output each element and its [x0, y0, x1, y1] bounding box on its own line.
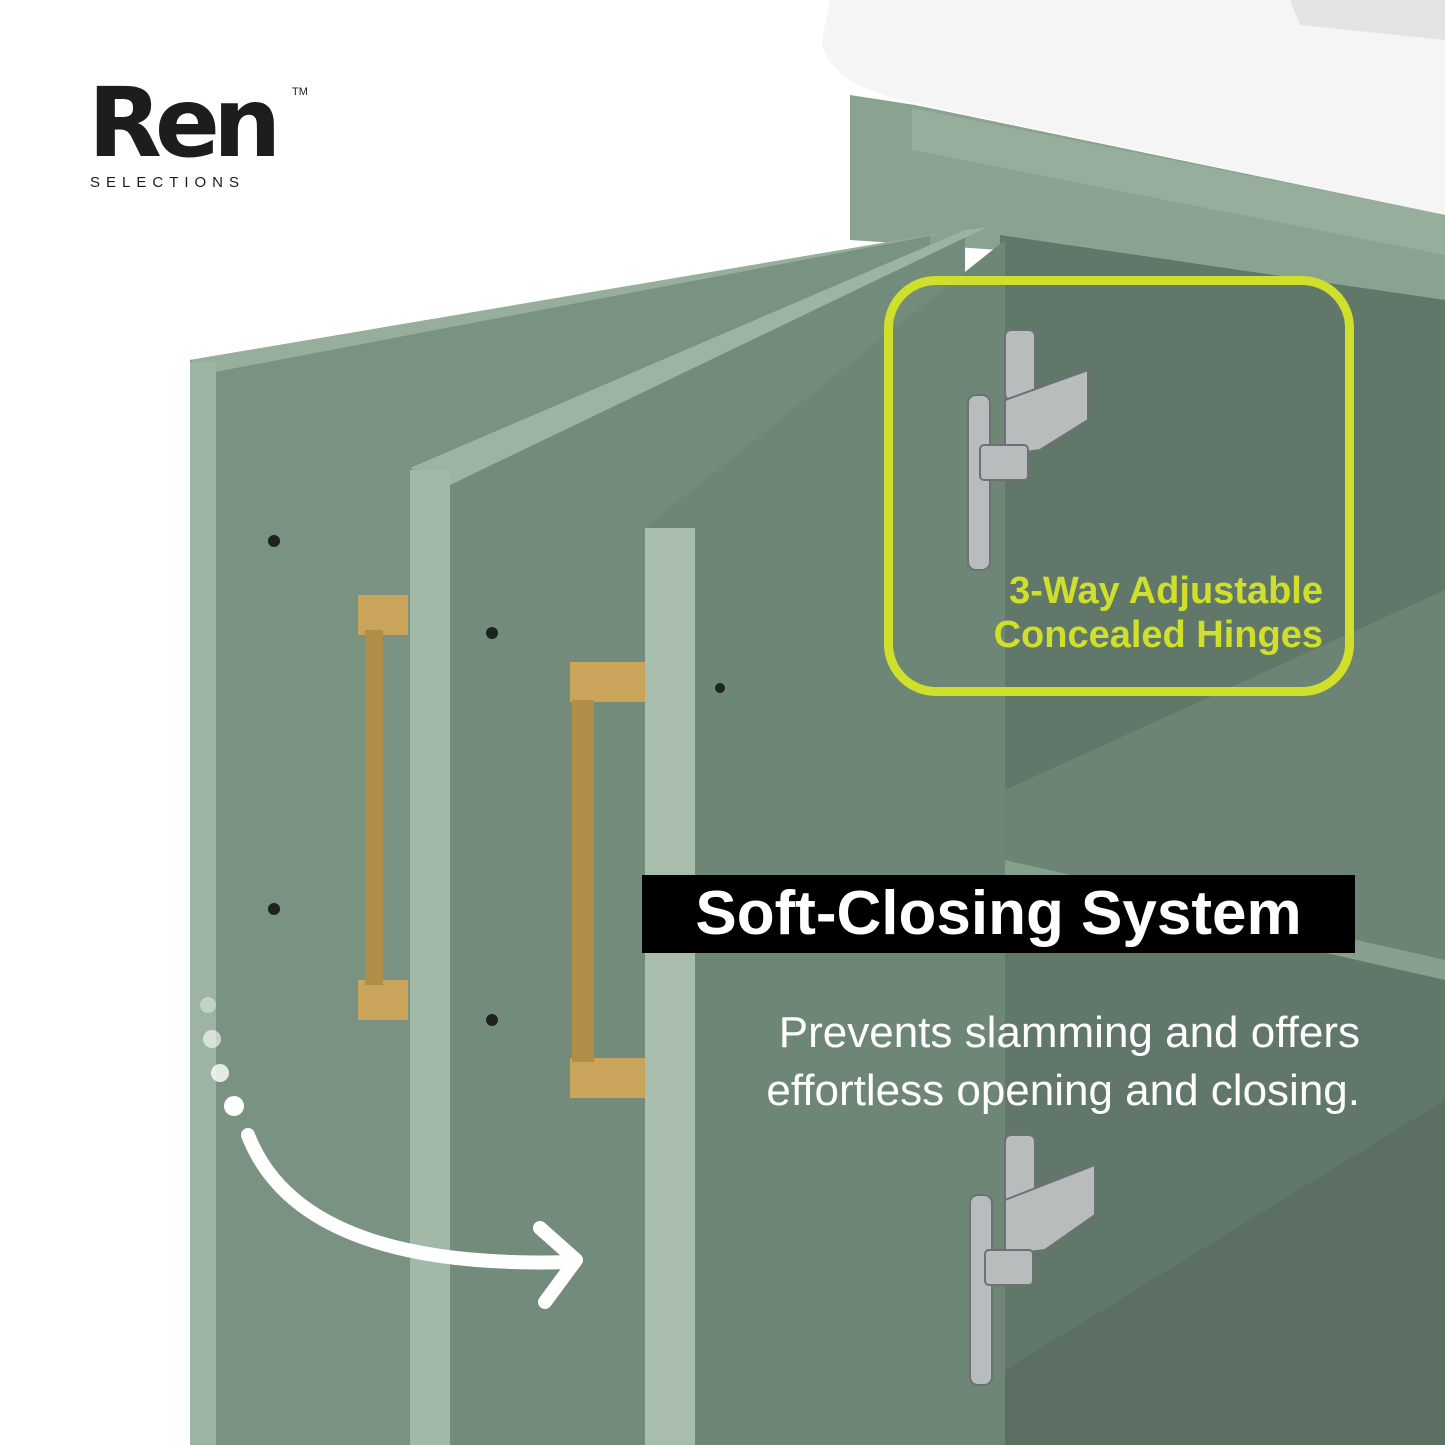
headline: Soft-Closing System — [642, 875, 1355, 953]
shelf-lower — [1005, 1100, 1445, 1445]
cabinet-top-rail — [912, 108, 1445, 255]
description-line-2: effortless opening and closing. — [766, 1066, 1360, 1115]
hinge-lower — [969, 1134, 1096, 1386]
brand-name: Ren — [88, 67, 281, 179]
callout-text: 3-Way Adjustable Concealed Hinges — [994, 569, 1323, 657]
door-middle-top — [410, 228, 985, 485]
description: Prevents slamming and offers effortless … — [640, 1004, 1360, 1120]
brand-subtitle: SELECTIONS — [90, 174, 246, 191]
sink-edge — [1290, 0, 1445, 40]
brand-logo: Ren TM SELECTIONS — [88, 67, 308, 191]
arrow-icon — [200, 997, 583, 1309]
description-line-1: Prevents slamming and offers — [778, 1008, 1360, 1057]
hinge-upper — [967, 329, 1089, 571]
door-handle — [358, 595, 408, 1020]
screws — [268, 535, 725, 1026]
door-front — [645, 240, 1005, 1445]
callout-line-1: 3-Way Adjustable — [1009, 570, 1323, 612]
hinge-callout: 3-Way Adjustable Concealed Hinges — [884, 276, 1354, 696]
door-front-edge — [645, 528, 695, 1445]
door-rear-edge — [190, 362, 216, 1445]
trademark: TM — [292, 86, 308, 98]
callout-line-2: Concealed Hinges — [993, 614, 1323, 656]
door-rear-top — [190, 232, 950, 372]
door-handle — [570, 662, 645, 1098]
countertop — [822, 0, 1445, 215]
door-middle-edge — [410, 470, 450, 1445]
